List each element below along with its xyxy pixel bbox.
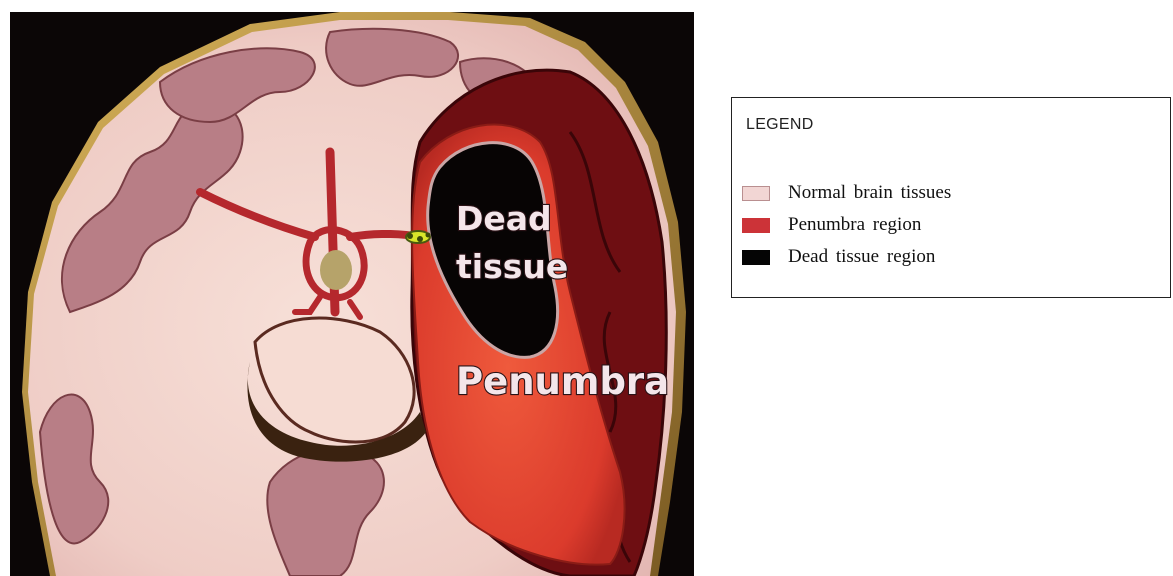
legend-title: LEGEND xyxy=(746,116,814,134)
legend-swatch-dead xyxy=(742,250,770,265)
legend-list: Normal brain tissues Penumbra region Dea… xyxy=(742,177,951,273)
pituitary xyxy=(320,250,352,290)
brain-scan-illustration: Dead tissue Penumbra xyxy=(10,12,694,576)
legend-label-dead: Dead tissue region xyxy=(788,246,935,268)
label-dead: Dead xyxy=(456,199,552,238)
legend-label-penumbra: Penumbra region xyxy=(788,214,921,236)
label-tissue: tissue xyxy=(456,247,568,286)
legend-swatch-penumbra xyxy=(742,218,770,233)
label-penumbra: Penumbra xyxy=(456,360,669,403)
legend-item-normal: Normal brain tissues xyxy=(742,177,951,209)
legend-item-dead: Dead tissue region xyxy=(742,241,951,273)
legend-label-normal: Normal brain tissues xyxy=(788,182,951,204)
legend-swatch-normal xyxy=(742,186,770,201)
legend-item-penumbra: Penumbra region xyxy=(742,209,951,241)
legend-box: LEGEND Normal brain tissues Penumbra reg… xyxy=(731,97,1171,298)
blood-clot xyxy=(406,231,431,243)
